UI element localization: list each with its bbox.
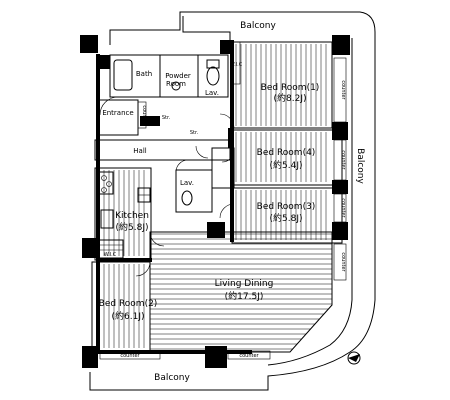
structural-walls xyxy=(80,35,350,368)
counter-strips xyxy=(99,41,347,360)
room-outlines xyxy=(91,41,343,353)
counter-label-entrance: counter xyxy=(141,105,147,125)
lav-mid-label: Lav. xyxy=(180,179,194,187)
bath-label: Bath xyxy=(136,70,152,78)
bed-room-1-name: Bed Room(1) xyxy=(261,83,320,93)
counter-label-bottom-2: counter xyxy=(239,353,259,359)
bed-room-3-name: Bed Room(3) xyxy=(257,202,316,212)
wic-label-1: W.I.C xyxy=(104,252,117,258)
wic-label-2: W.I.C xyxy=(230,62,243,68)
door-swings xyxy=(99,96,235,277)
bed-room-4-name: Bed Room(4) xyxy=(257,148,316,158)
bed-room-3-size: (約5.8J) xyxy=(270,212,303,224)
counter-label-right-1: counter xyxy=(340,80,346,100)
lav-top-label: Lav. xyxy=(205,89,219,97)
bed-room-4-size: (約5.4J) xyxy=(270,159,303,171)
counter-label-right-4: counter xyxy=(340,252,346,272)
balcony-outline xyxy=(89,11,376,391)
fixtures xyxy=(96,59,220,259)
hall-label: Hall xyxy=(133,147,146,155)
living-dining-name: Living Dining xyxy=(215,279,274,289)
counter-label-bottom-1: counter xyxy=(120,353,140,359)
balcony-right-label: Balcony xyxy=(355,148,365,184)
kitchen-size: (約5.8J) xyxy=(116,221,149,233)
str-label-2: Str. xyxy=(190,130,199,136)
balcony-top-label: Balcony xyxy=(240,21,276,31)
counter-label-right-3: counter xyxy=(340,198,346,218)
powder-room-label-1: Powder xyxy=(165,72,191,80)
balcony-bottom-label: Balcony xyxy=(154,373,190,383)
counter-label-right-2: counter xyxy=(340,150,346,170)
bed-room-2-size: (約6.1J) xyxy=(112,310,145,322)
living-dining-size: (約17.5J) xyxy=(225,290,264,302)
north-arrow-icon xyxy=(347,351,361,365)
kitchen-name: Kitchen xyxy=(115,211,149,221)
bed-room-1-size: (約8.2J) xyxy=(274,92,307,104)
str-label-1: Str. xyxy=(162,115,171,121)
entrance-label: Entrance xyxy=(102,109,133,117)
powder-room-label-2: Room xyxy=(166,80,186,88)
bed-room-2-name: Bed Room(2) xyxy=(99,299,158,309)
